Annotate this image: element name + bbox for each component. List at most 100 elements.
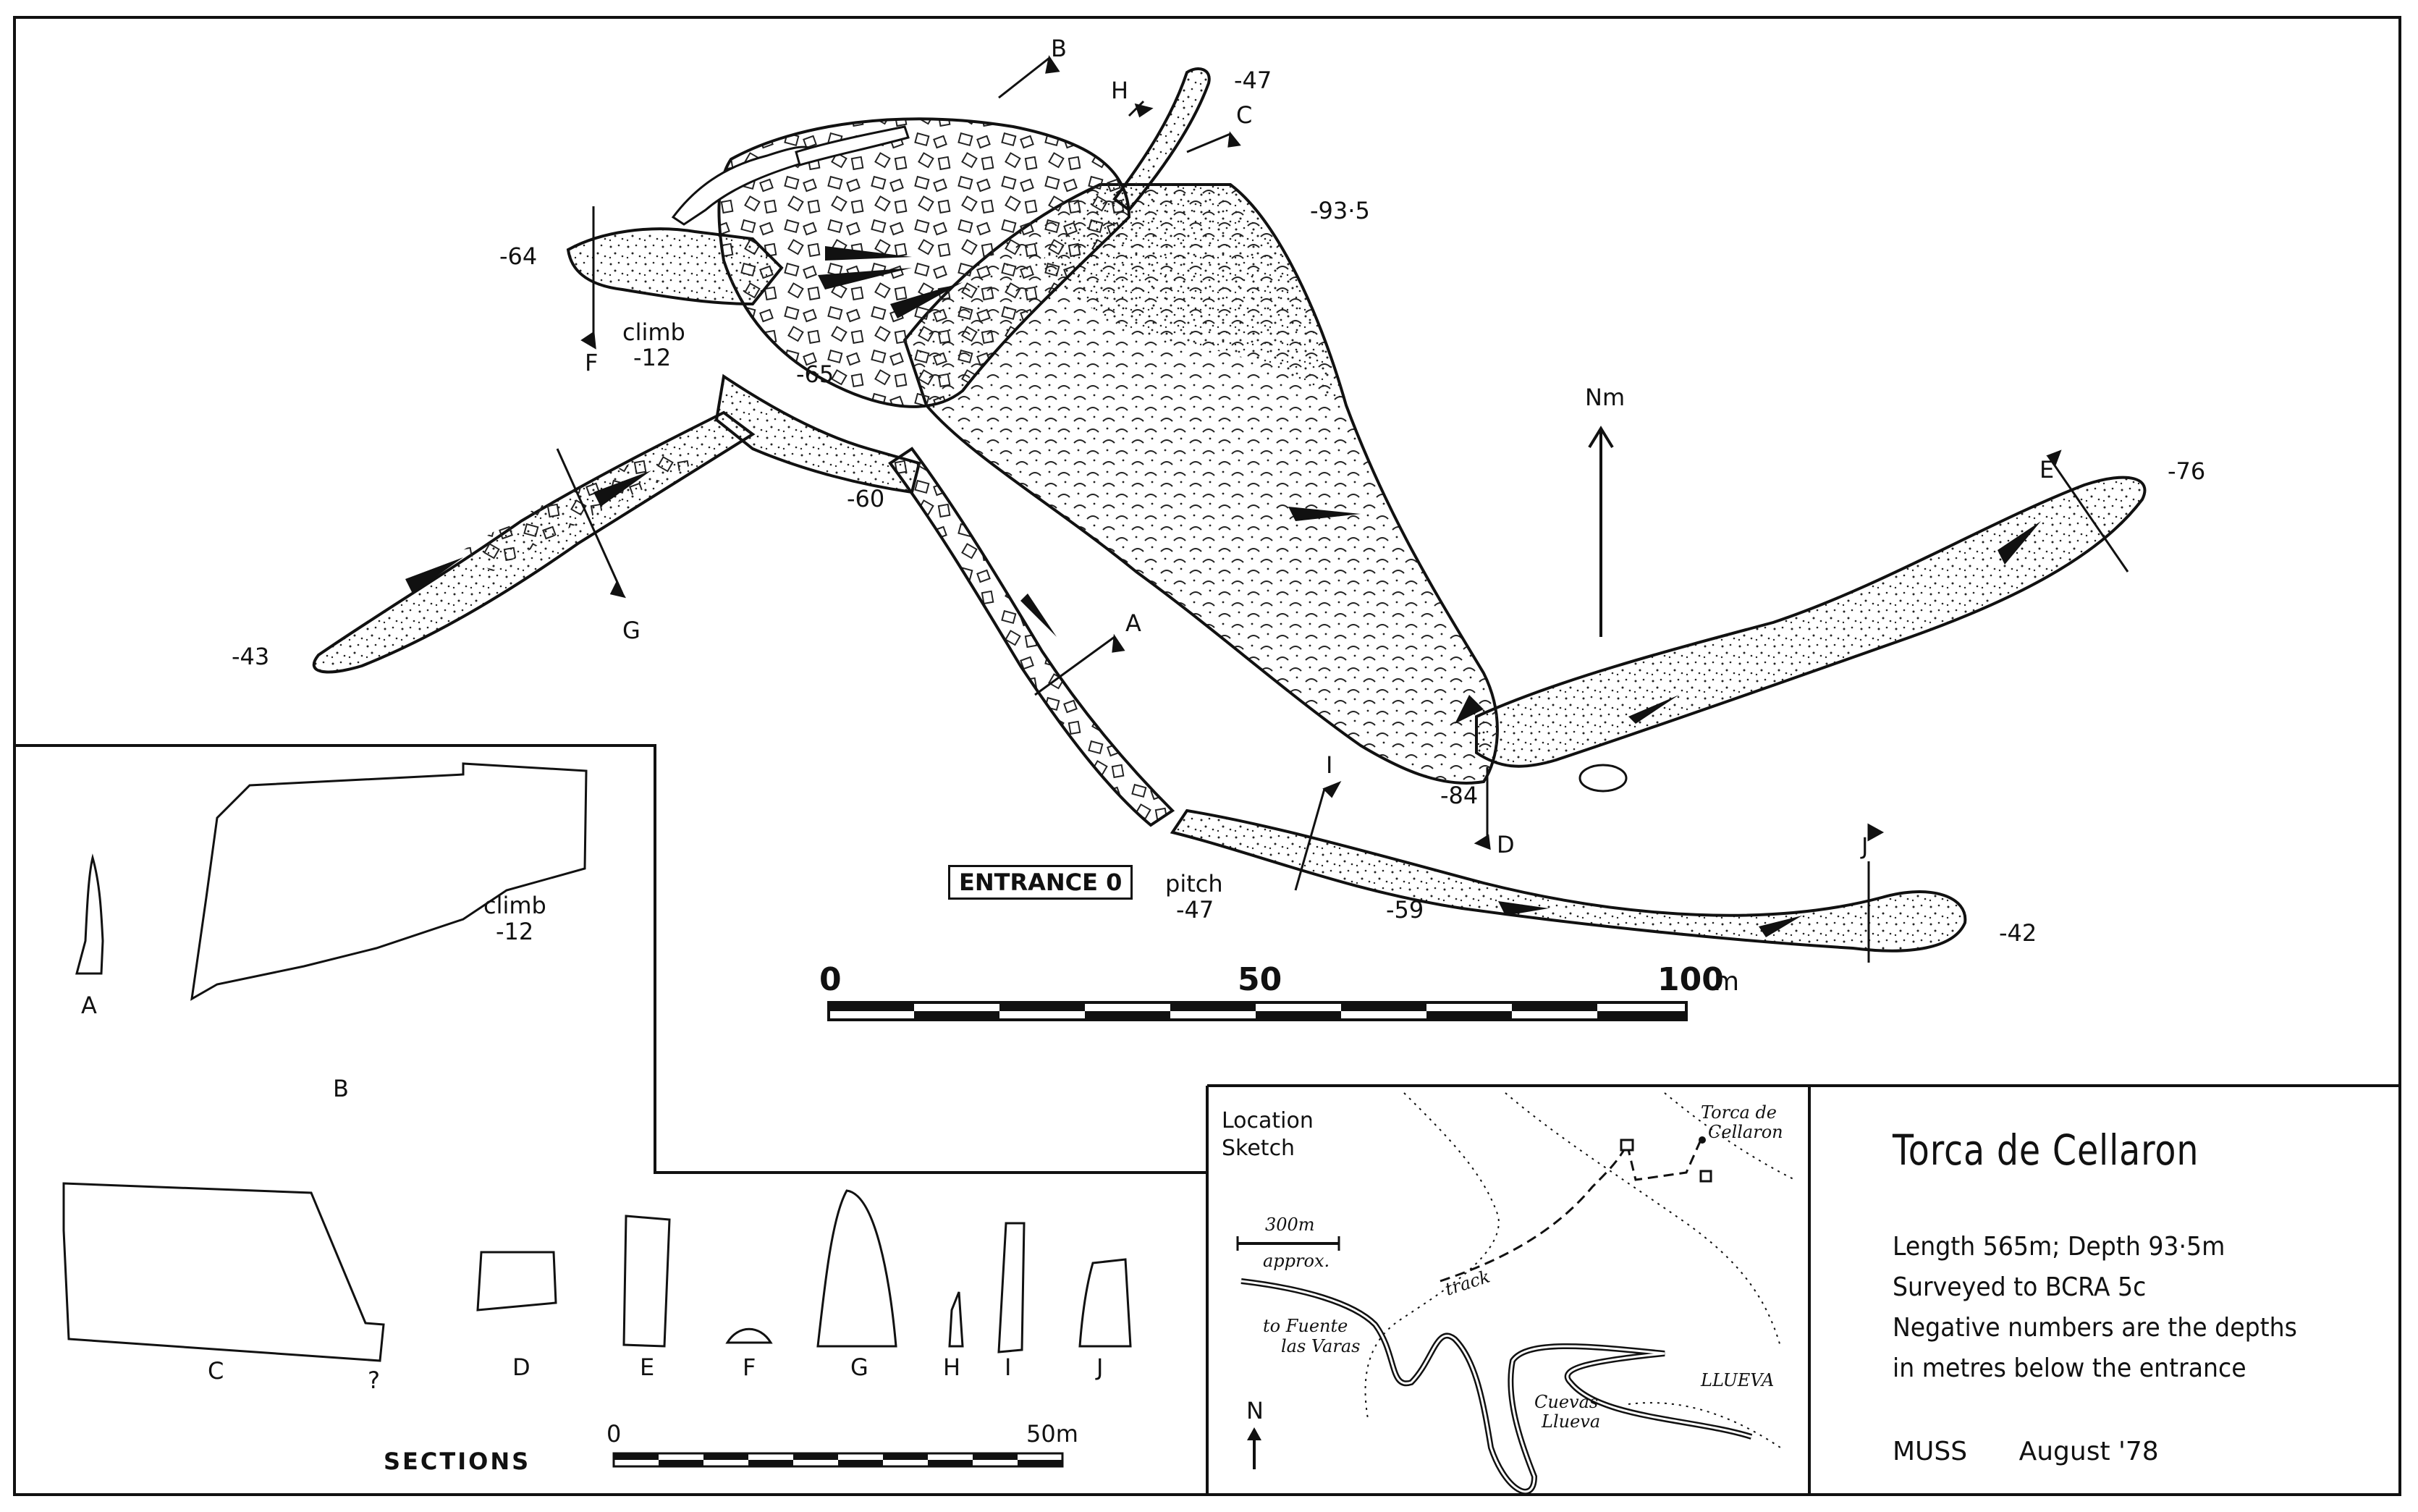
scale-tick-100: 100: [1657, 961, 1724, 998]
sketch-north-label: N: [1246, 1397, 1264, 1424]
sections-scale-bar: 0 50m: [606, 1420, 1078, 1468]
marker-label-j: J: [1860, 832, 1868, 860]
section-label-a: A: [81, 992, 97, 1019]
section-marker-f: [580, 206, 596, 350]
climb-label: climb: [622, 318, 685, 346]
section-label-g: G: [850, 1353, 868, 1381]
sketch-torca-line2: Cellaron: [1708, 1122, 1783, 1142]
sketch-cuevas-line2: Llueva: [1541, 1411, 1600, 1432]
info-note-line1: Negative numbers are the depths: [1893, 1313, 2297, 1343]
slope-arrows: [405, 246, 2041, 937]
marker-label-h: H: [1111, 77, 1128, 104]
sections-panel: [62, 762, 1132, 1362]
marker-label-f: F: [585, 349, 598, 376]
section-c-shape: [62, 1182, 385, 1362]
sketch-torca-line1: Torca de: [1701, 1102, 1777, 1123]
section-marker-c: [1186, 131, 1241, 153]
section-d-shape: [476, 1251, 557, 1312]
main-chamber-stipple: [1042, 185, 1346, 405]
info-length-depth: Length 565m; Depth 93·5m: [1893, 1232, 2225, 1262]
section-f-shape: [725, 1327, 773, 1344]
scale-tick-50: 50: [1238, 961, 1282, 998]
sketch-scale-label: 300m: [1265, 1215, 1315, 1235]
sketch-scale-note: approx.: [1263, 1251, 1330, 1271]
sketch-llueva-label: LLUEVA: [1700, 1370, 1774, 1390]
section-question: ?: [368, 1367, 380, 1394]
marker-label-c: C: [1236, 101, 1252, 129]
sketch-cuevas-line1: Cuevas: [1534, 1392, 1598, 1412]
sections-heading: SECTIONS: [384, 1448, 530, 1475]
track-line: [1440, 1139, 1702, 1283]
location-label-line2: Sketch: [1222, 1136, 1295, 1161]
section-climb-label: climb: [483, 892, 546, 919]
depth-minus-43: -43: [232, 643, 269, 670]
southeast-passage: [1170, 808, 1967, 953]
scale-unit: m: [1714, 967, 1739, 997]
section-marker-j: [1867, 823, 1885, 963]
marker-label-i: I: [1326, 751, 1332, 779]
section-e-shape: [622, 1215, 671, 1348]
section-label-i: I: [1005, 1353, 1011, 1381]
section-marker-g: [556, 448, 626, 599]
section-j-shape: [1078, 1258, 1132, 1348]
sketch-to-line1: to Fuente: [1263, 1316, 1348, 1336]
section-marker-e: [2046, 449, 2129, 573]
section-marker-a: [1034, 633, 1125, 696]
scale-tick-0: 0: [819, 961, 842, 998]
section-marker-h: [1128, 100, 1154, 118]
building-icon: [1699, 1170, 1712, 1183]
credit-club: MUSS: [1893, 1437, 1968, 1466]
pitch-label: pitch: [1165, 870, 1223, 898]
depth-minus-65: -65: [796, 360, 834, 388]
north-arrow: Nm: [1585, 384, 1625, 637]
depth-minus-93-5: -93·5: [1310, 197, 1370, 224]
section-i-shape: [997, 1222, 1026, 1353]
depth-minus-64: -64: [499, 242, 537, 270]
sketch-to-line2: las Varas: [1281, 1336, 1360, 1356]
sections-scale-0: 0: [606, 1420, 621, 1448]
section-marker-d: [1474, 767, 1491, 850]
section-label-j: J: [1095, 1353, 1103, 1381]
section-label-h: H: [943, 1353, 960, 1381]
depth-minus-42: -42: [1999, 919, 2037, 947]
entrance-label: ENTRANCE 0: [948, 865, 1133, 900]
sections-scale-50m: 50m: [1026, 1420, 1078, 1448]
main-scale-bar: 0 50 100 m: [819, 961, 1739, 1021]
marker-label-e: E: [2039, 456, 2054, 483]
location-sketch-label: Location Sketch: [1222, 1107, 1314, 1162]
info-surveyed: Surveyed to BCRA 5c: [1893, 1272, 2147, 1302]
section-h-shape: [948, 1291, 964, 1348]
marker-label-a: A: [1125, 609, 1141, 637]
depth-minus-47-top: -47: [1234, 67, 1272, 94]
marker-label-b: B: [1051, 35, 1067, 62]
hatched-patch: [1578, 764, 1628, 793]
marker-label-d: D: [1497, 831, 1515, 858]
west-passage-rubble: [463, 449, 695, 572]
cave-plan: [312, 67, 2147, 953]
depth-minus-60: -60: [847, 485, 884, 512]
depth-minus-59: -59: [1386, 896, 1424, 924]
contour-lines: [1364, 1092, 1796, 1448]
depth-minus-76: -76: [2168, 457, 2205, 485]
section-label-c: C: [208, 1357, 224, 1385]
survey-credit: MUSS August '78: [1893, 1437, 2202, 1466]
section-g-shape: [816, 1189, 897, 1348]
credit-date: August '78: [2018, 1437, 2159, 1466]
entrance-passage: [888, 447, 1175, 827]
section-climb-depth: -12: [496, 918, 533, 945]
section-a-shape: [75, 853, 104, 975]
section-marker-b: [998, 55, 1060, 99]
northwest-tube: [671, 145, 813, 226]
section-markers: [556, 55, 2129, 963]
cave-entrance-icon: [1699, 1136, 1706, 1144]
depth-minus-84: -84: [1440, 782, 1478, 809]
panel-dividers: [13, 744, 2401, 1495]
building-icon: [1620, 1139, 1634, 1152]
section-b-shape: [190, 762, 588, 1001]
location-sketch: 300m approx. Torca de Cellaron track to …: [1236, 1092, 1796, 1495]
north-arm: [1112, 67, 1211, 212]
section-label-b: B: [333, 1075, 349, 1102]
section-label-d: D: [512, 1353, 530, 1381]
pitch-depth: -47: [1176, 896, 1214, 924]
